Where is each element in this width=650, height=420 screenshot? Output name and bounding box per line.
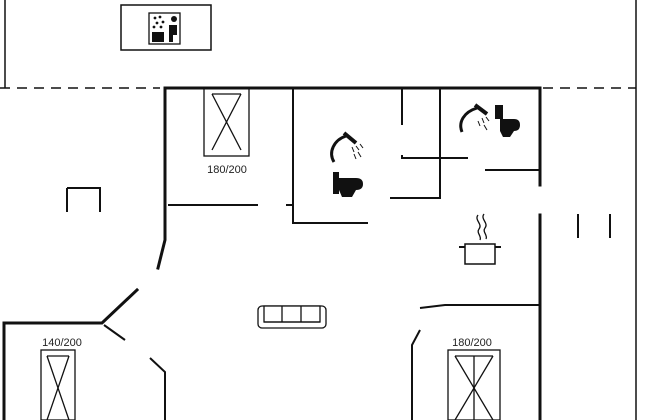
toilet-icon-2 bbox=[495, 105, 520, 137]
sauna-icon bbox=[148, 12, 181, 45]
door-jambs bbox=[577, 214, 611, 238]
bed-label-top: 180/200 bbox=[207, 164, 247, 176]
outer-edges bbox=[4, 0, 637, 420]
toilet-icon bbox=[333, 172, 363, 197]
shower-icon bbox=[330, 131, 364, 163]
interior-walls bbox=[66, 88, 540, 420]
bed-icon-left bbox=[40, 349, 76, 420]
shower-icon-2 bbox=[459, 103, 490, 133]
bed-label-right: 180/200 bbox=[452, 337, 492, 349]
sauna-room bbox=[120, 4, 212, 51]
bed-icon-top bbox=[203, 87, 250, 157]
bed-label-left: 140/200 bbox=[42, 337, 82, 349]
cooking-pot-icon bbox=[459, 213, 501, 265]
bed-icon-right bbox=[447, 349, 501, 420]
exterior-walls bbox=[2, 86, 542, 420]
sofa-icon bbox=[257, 305, 327, 329]
